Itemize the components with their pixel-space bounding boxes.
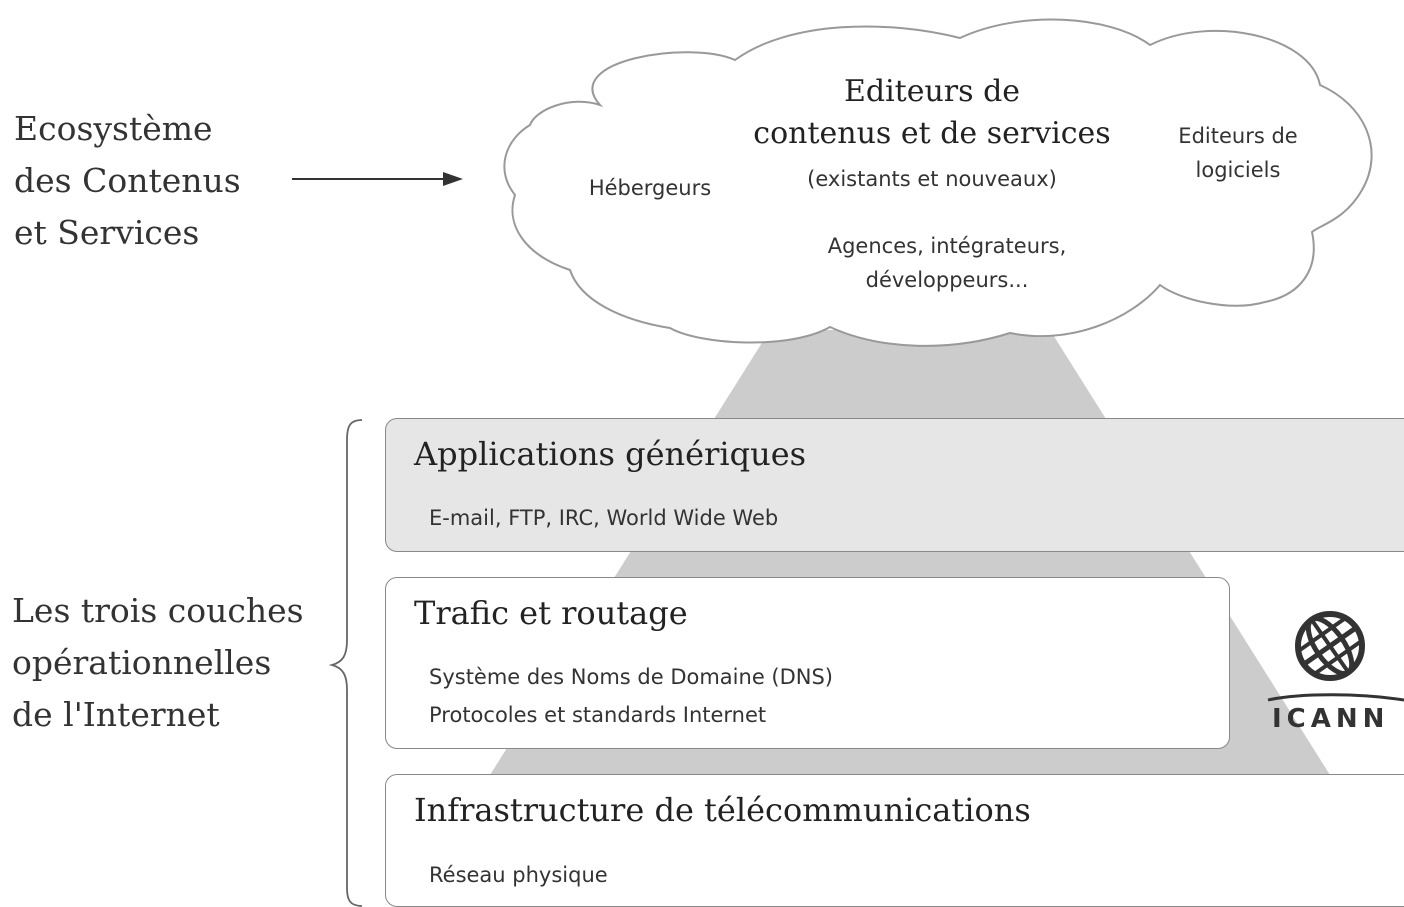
ecosystem-label-line-3: et Services [14, 213, 200, 252]
layer-traffic-routing-item-2: Protocoles et standards Internet [429, 703, 767, 727]
layer-infrastructure: Infrastructure de télécommunications Rés… [385, 774, 1404, 907]
cloud-hosts: Hébergeurs [588, 176, 712, 200]
cloud-subtitle: (existants et nouveaux) [807, 167, 1057, 191]
layer-traffic-routing-item-1: Système des Noms de Domaine (DNS) [429, 665, 834, 689]
ecosystem-arrow-head [443, 172, 463, 186]
cloud-agencies-line-2: développeurs... [865, 268, 1029, 292]
ecosystem-label: Ecosystème des Contenus et Services [14, 103, 241, 259]
layer-applications: Applications génériques E-mail, FTP, IRC… [385, 418, 1404, 552]
layer-infrastructure-title: Infrastructure de télécommunications [414, 791, 1031, 829]
layer-infrastructure-item-1: Réseau physique [429, 863, 608, 887]
cloud-software-line-2: logiciels [1195, 158, 1281, 182]
cloud-agencies-line-1: Agences, intégrateurs, [827, 234, 1067, 258]
cloud-title-line-2: contenus et de services [753, 116, 1111, 151]
cloud-shape [503, 18, 1373, 347]
layer-traffic-routing-title: Trafic et routage [414, 594, 688, 632]
layers-group-label-line-1: Les trois couches [12, 591, 304, 630]
layers-brace [328, 419, 363, 907]
icann-globe-icon [1295, 611, 1365, 681]
cloud-title: Editeurs de contenus et de services [732, 71, 1132, 155]
ecosystem-label-line-2: des Contenus [14, 161, 241, 200]
layer-applications-title: Applications génériques [414, 435, 807, 473]
icann-swoosh [1267, 693, 1404, 702]
cloud-title-line-1: Editeurs de [843, 74, 1021, 109]
ecosystem-label-line-1: Ecosystème [14, 109, 213, 148]
cloud-agencies: Agences, intégrateurs, développeurs... [797, 229, 1097, 297]
layers-group-label: Les trois couches opérationnelles de l'I… [12, 585, 304, 741]
layers-group-label-line-3: de l'Internet [12, 695, 220, 734]
layer-traffic-routing: Trafic et routage Système des Noms de Do… [385, 577, 1230, 749]
layers-group-label-line-2: opérationnelles [12, 643, 272, 682]
icann-logo-text: ICANN [1272, 704, 1390, 734]
cloud-software-line-1: Editeurs de [1178, 124, 1298, 148]
layer-applications-item-1: E-mail, FTP, IRC, World Wide Web [429, 506, 779, 530]
cloud-software-publishers: Editeurs de logiciels [1158, 119, 1318, 187]
